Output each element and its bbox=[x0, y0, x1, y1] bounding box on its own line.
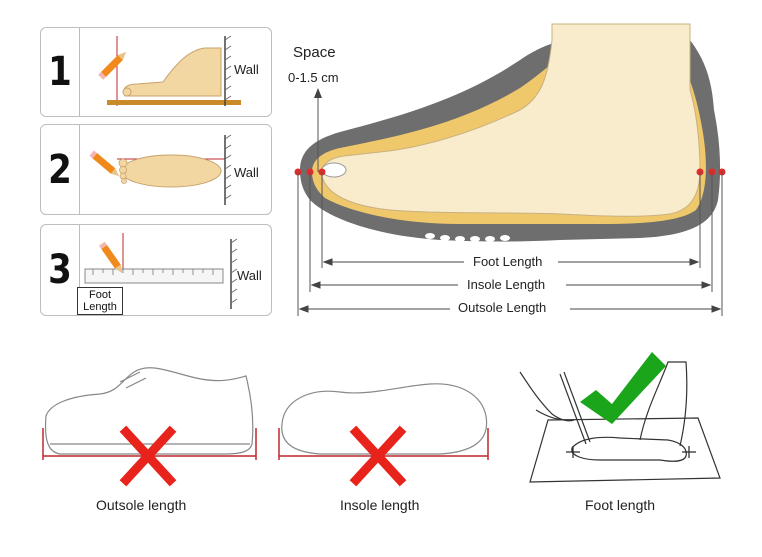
step-1-illustration bbox=[98, 35, 241, 106]
sneaker-outline bbox=[44, 367, 254, 455]
space-range-label: 0-1.5 cm bbox=[288, 70, 339, 85]
insole-length-caption: Insole length bbox=[340, 497, 420, 513]
outsole-length-caption: Outsole length bbox=[96, 497, 187, 513]
step-number: 1 bbox=[48, 49, 72, 95]
correct-mark-icon bbox=[580, 352, 666, 424]
step-number-box: 1 bbox=[41, 28, 80, 116]
step-number-box: 2 bbox=[41, 125, 80, 214]
wall-label: Wall bbox=[234, 165, 259, 180]
step-panel-3: 3 Wall Foot Length bbox=[40, 224, 272, 316]
wrong-mark-icon bbox=[349, 425, 407, 487]
step-number: 2 bbox=[48, 146, 72, 193]
foot-length-ruler-label: Foot Length bbox=[77, 287, 123, 315]
step-2-illustration bbox=[89, 134, 232, 205]
wall-label: Wall bbox=[234, 62, 259, 77]
insole-length-label: Insole Length bbox=[467, 277, 546, 292]
foot-length-caption: Foot length bbox=[585, 497, 656, 513]
insole-outline bbox=[281, 383, 488, 455]
step-panel-2: 2 Wall bbox=[40, 124, 272, 215]
foot-on-paper-illustration bbox=[519, 361, 721, 483]
step-3-illustration bbox=[84, 233, 238, 309]
outsole-length-label: Outsole Length bbox=[458, 300, 547, 315]
space-label: Space bbox=[293, 44, 336, 61]
step-number-box: 3 bbox=[41, 225, 80, 315]
step-number: 3 bbox=[48, 247, 72, 293]
wall-label: Wall bbox=[237, 268, 262, 283]
wrong-mark-icon bbox=[119, 425, 177, 487]
step-panel-1: 1 Wall bbox=[40, 27, 272, 117]
foot-length-label: Foot Length bbox=[473, 254, 543, 269]
